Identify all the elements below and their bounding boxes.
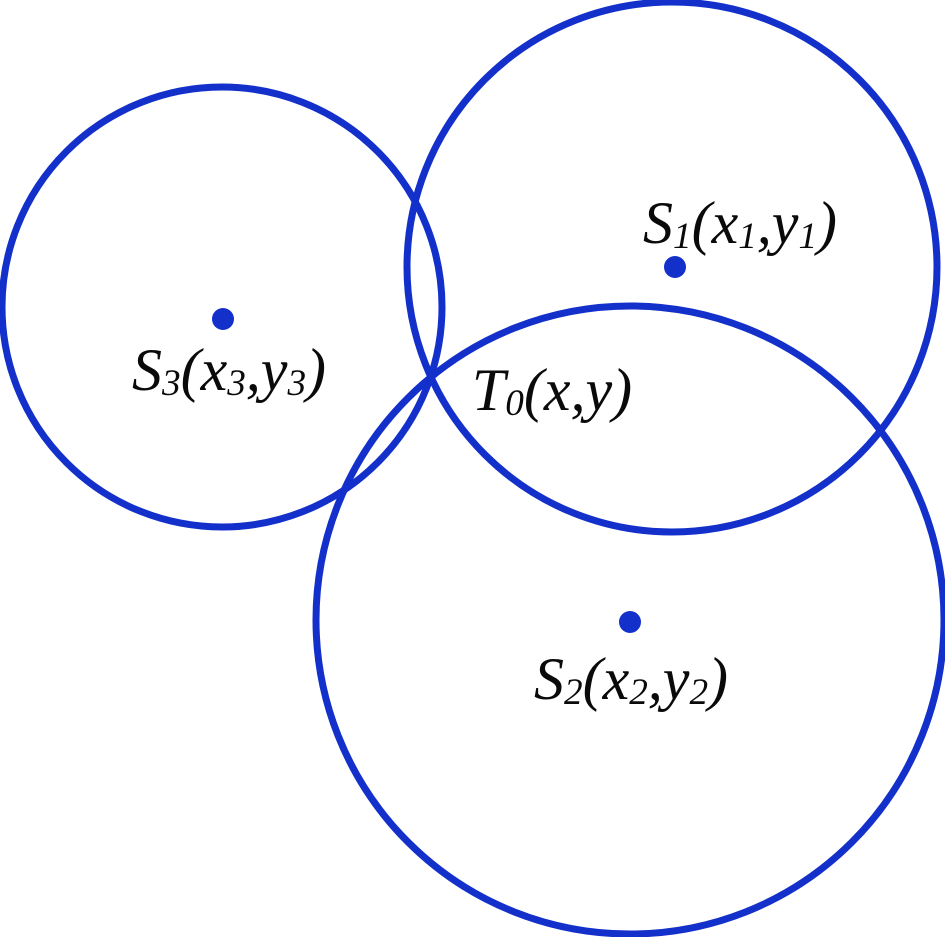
- center-dot-s1: [664, 256, 686, 278]
- center-dot-s2: [619, 611, 641, 633]
- center-dot-s3: [212, 308, 234, 330]
- circle-s1: [403, 0, 941, 536]
- circle-s2: [312, 302, 945, 937]
- circle-s3: [0, 83, 446, 531]
